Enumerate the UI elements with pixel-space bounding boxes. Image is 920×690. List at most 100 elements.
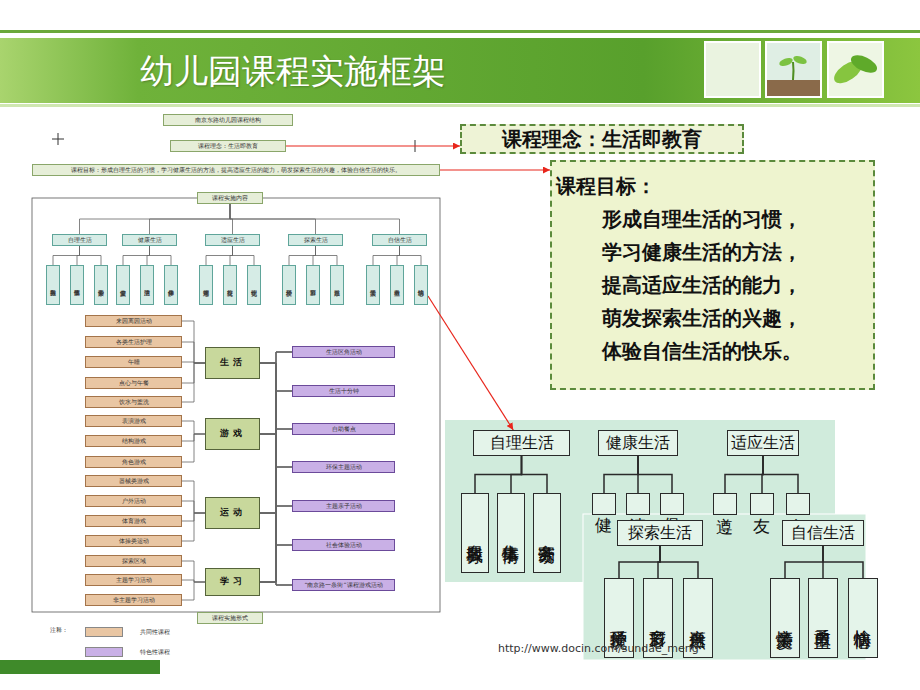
domain-box: 学习 [205,568,260,596]
connector [233,246,255,265]
structure-box: 课程实施形式 [197,612,263,624]
zoom-box: 健康生活 [598,430,678,456]
node-text: 生活 [220,358,246,368]
connector [763,456,798,493]
activity-box: 器械类游戏 [85,475,182,487]
connector [260,545,292,582]
connector [522,456,548,493]
zoom-box: 文 [786,493,810,515]
node-text: 课程实施形式 [212,615,248,622]
category-box: 家务劳动 [94,265,108,305]
connector [511,456,522,493]
category-box: 健康生活 [122,234,177,246]
node-text: 适应生活 [221,237,245,244]
connector [260,363,292,585]
node-text: 提高适应生活的能力， [556,269,802,302]
activity-box: 角色游戏 [85,456,182,468]
connector [182,481,205,513]
node-text: 探索生活 [304,237,328,244]
node-text: 角色游戏 [122,459,146,466]
node-text: 各类生活护理 [116,339,152,346]
zoom-box: 勇敢自主 [808,578,838,658]
node-text: 勇敢自主 [814,616,833,620]
node-text: 主题亲子活动 [326,503,362,510]
connector [428,296,513,430]
connector [80,246,102,265]
legend-text: 特色性课程 [140,648,170,657]
node-text: 课程目标： [556,170,656,203]
node-text: 表演游戏 [122,418,146,425]
connector [182,434,205,462]
domain-box: 游戏 [205,418,260,450]
node-text: 结构游戏 [122,438,146,445]
node-text: 体验自信生活的快乐。 [556,335,802,368]
connector [80,204,231,234]
leaf [848,52,879,77]
node-text: “南京路一条街”课程游戏活动 [304,582,382,589]
connector [604,456,638,493]
node-text: 多彩节日 [649,616,668,620]
activity-box: 探索区域 [85,555,182,567]
category-box: 清洁卫生 [140,265,154,305]
connector [182,434,205,441]
legend-entry: 特色性课程 [85,647,170,657]
zoom-box: 亲情关爱 [770,578,800,658]
category-box: 探索生活 [288,234,343,246]
node-text: 社会体验活动 [326,542,362,549]
connector [182,342,205,363]
node-text: 自理生活 [68,237,92,244]
zoom-box: 遵 [713,493,737,515]
connector [150,204,231,234]
category-box: 自我服务 [46,265,60,305]
zoom-box: 健 [592,493,616,515]
connector [260,429,292,582]
node-text: 体操类运动 [119,538,149,545]
zoom-box: 探索生活 [617,520,703,546]
category-box: 亲近自然 [330,265,344,305]
header-underline [0,104,920,107]
node-text: 课程理念：生活即教育 [198,143,258,150]
connector [230,204,400,234]
category-box: 愉快心情 [414,265,428,305]
feature-activity-box: 生活十分钟 [292,385,395,397]
top-rule [0,30,920,33]
node-text: 学习健康生活的方法， [556,236,802,269]
category-box: 遵守规则 [199,265,213,305]
node-text: 学习 [220,577,246,587]
node-text: 保 [663,504,682,505]
zoom-box: 自我服务 [461,493,489,573]
node-text: 萌发探索生活的兴趣， [556,302,802,335]
activity-box: 主题学习活动 [85,574,182,586]
connector [638,456,672,493]
connector [182,501,205,513]
connector [286,145,460,146]
slide-title: 幼儿园课程实施框架 [140,49,446,95]
node-text: 自助餐点 [332,426,356,433]
watermark: http://www.docin.com/sundae_meng [498,642,699,655]
zoom-box: 愉快心情 [848,578,878,658]
node-text: 课程目标：形成自理生活的习惯，学习健康生活的方法，提高适应生活的能力，萌发探索生… [71,167,401,174]
node-text: 亲近自然 [689,616,708,620]
node-text: 课程实施内容 [212,195,248,202]
connector [182,513,205,521]
feature-activity-box: 生活区角活动 [292,346,395,358]
node-text: 亲情关爱 [776,616,795,620]
category-box: 集体事情 [70,265,84,305]
zoom-box: 适应生活 [727,430,799,456]
node-text: 户外活动 [122,498,146,505]
activity-box: 午睡 [85,356,182,368]
node-text: 健康生活 [606,434,670,452]
activity-box: 体操类运动 [85,535,182,547]
sprout-stem [792,62,795,80]
node-text: 遵 [716,504,735,505]
connector [260,506,292,582]
zoom-box: 友 [750,493,774,515]
category-box: 爱护环境 [282,265,296,305]
node-text: 家务劳动 [538,531,557,535]
connector [182,513,205,541]
zoom-box: 自信生活 [782,520,864,546]
connector [182,363,205,402]
category-box: 自理生活 [52,234,107,246]
zoom-box: 清 [626,493,650,515]
